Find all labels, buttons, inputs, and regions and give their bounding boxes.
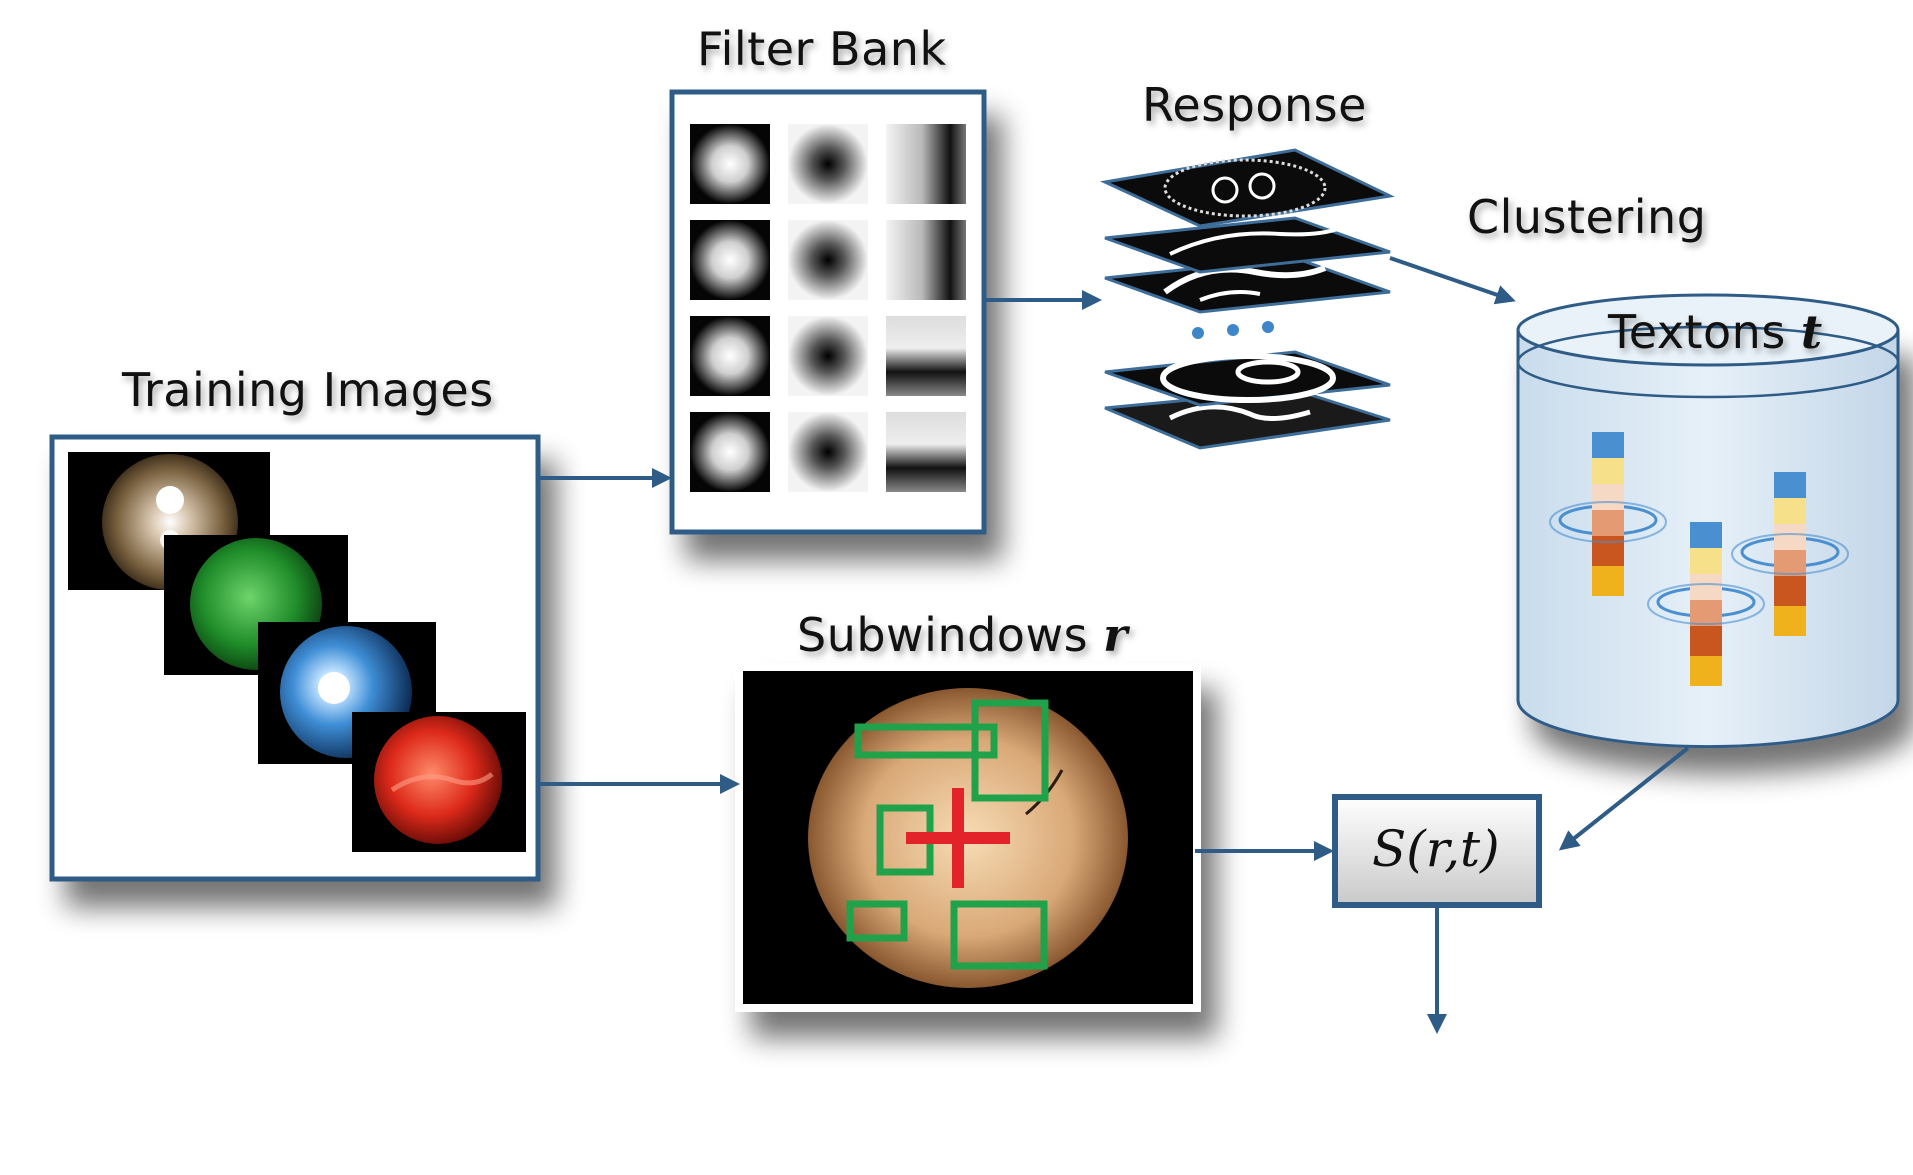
- filter-bank-panel: [669, 89, 987, 535]
- response-dots: [1192, 321, 1274, 339]
- training-image-red: [352, 712, 526, 852]
- response-layer-2: [1104, 216, 1391, 274]
- texton-bar-1: [1549, 432, 1667, 596]
- subwindows-label-text: Subwindows: [797, 608, 1089, 662]
- textons-database: [1516, 293, 1900, 749]
- subwindow-box-4: [846, 900, 908, 942]
- texton-bar-2: [1647, 522, 1765, 686]
- textons-label: Textons t: [1608, 305, 1823, 359]
- subwindow-boxes: [846, 699, 1049, 970]
- filter-column-edge: [886, 124, 966, 492]
- subwindow-box-2: [971, 699, 1049, 802]
- filter-bank-label: Filter Bank: [697, 22, 947, 76]
- arrow-response-to-clustering: [1389, 256, 1516, 305]
- arrow-textons-to-score: [1558, 746, 1690, 851]
- response-layer-4: [1104, 350, 1391, 407]
- response-stack: [1099, 148, 1395, 450]
- subwindow-box-5: [950, 900, 1048, 970]
- filter-column-dark: [788, 124, 868, 492]
- red-cross-marker: [906, 788, 1010, 888]
- response-label: Response: [1142, 78, 1367, 132]
- training-images-label: Training Images: [122, 363, 494, 417]
- response-layer-3: [1104, 256, 1391, 314]
- arrows: [540, 256, 1690, 1034]
- subwindows-panel: [735, 663, 1201, 1012]
- textons-label-text: Textons: [1608, 305, 1786, 359]
- score-formula: S(r,t): [1372, 820, 1500, 878]
- subwindows-label: Subwindows r: [797, 608, 1128, 662]
- subwindows-var: r: [1103, 608, 1128, 662]
- textons-var: t: [1800, 305, 1823, 359]
- training-images-panel: [49, 434, 541, 882]
- response-layer-1: [1099, 148, 1395, 228]
- clustering-label: Clustering: [1467, 190, 1707, 244]
- filter-column-bright: [690, 124, 770, 492]
- subwindow-box-1: [854, 723, 998, 759]
- score-box: [1332, 794, 1542, 908]
- texton-bar-3: [1731, 472, 1849, 636]
